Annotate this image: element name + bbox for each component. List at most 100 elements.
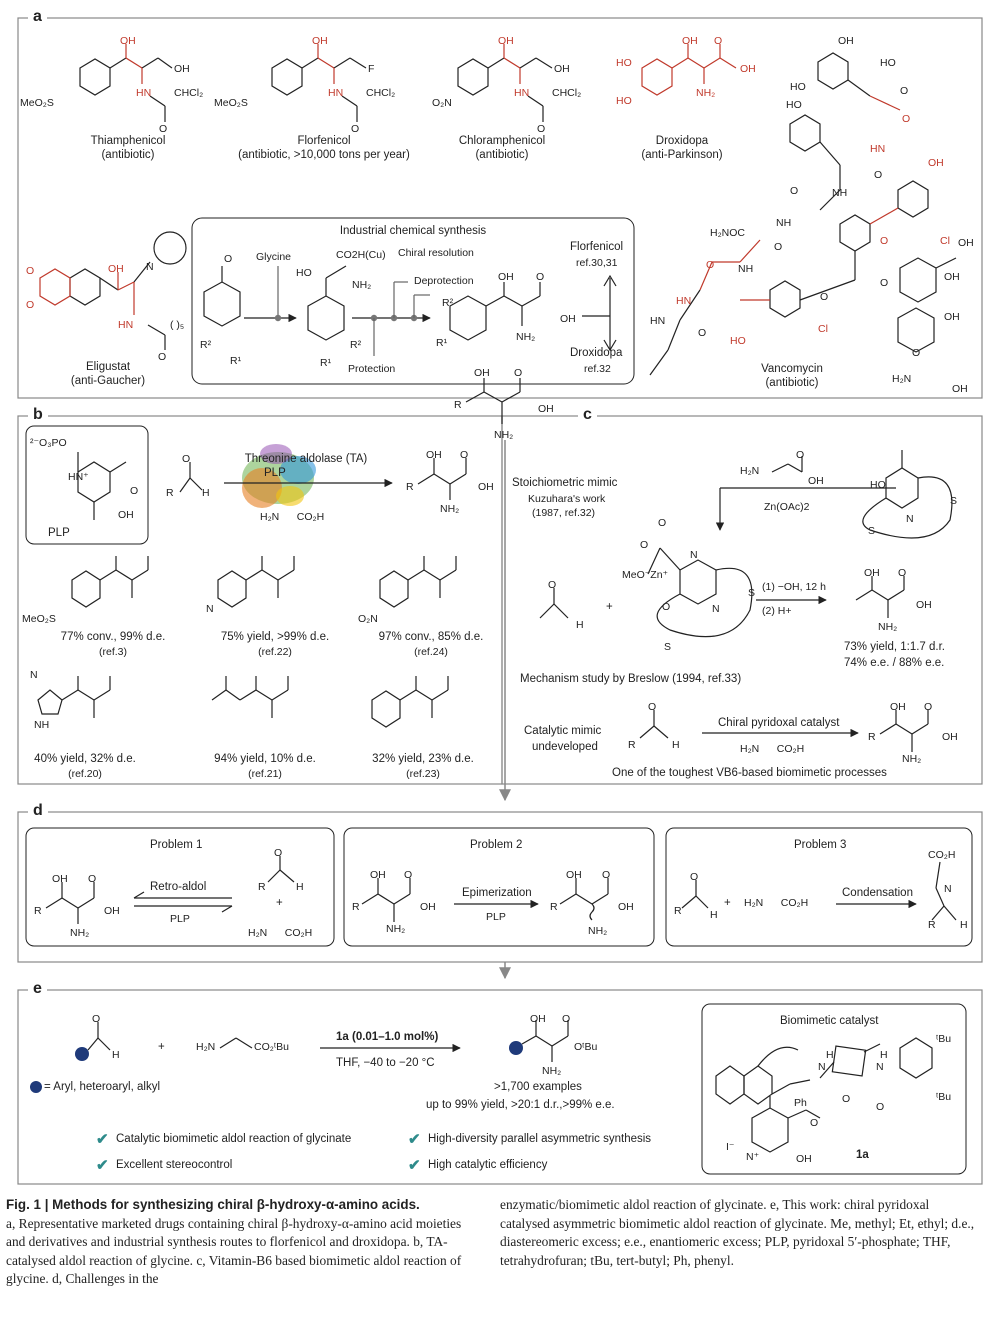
atom-label: O xyxy=(460,449,469,461)
atom-label: NH₂ xyxy=(542,1065,562,1077)
atom-label: OH xyxy=(560,313,576,325)
drug-use: (anti-Gaucher) xyxy=(70,375,146,387)
atom-label: H xyxy=(880,1049,888,1061)
industrial-title: Industrial chemical synthesis xyxy=(339,225,487,237)
panel-e-label: e xyxy=(28,980,47,998)
atom-label: HN xyxy=(118,319,134,331)
atom-label: H₂N CO₂H xyxy=(260,511,325,523)
atom-label: O xyxy=(876,1101,885,1113)
atom-label: S xyxy=(664,641,672,653)
ta-enzyme-icon xyxy=(242,444,316,508)
atom-label: MeO⁻Zn⁺ xyxy=(622,569,669,581)
solvent-label: THF, −40 to −20 °C xyxy=(336,1057,435,1069)
atom-label: OH xyxy=(890,701,906,713)
atom-label: OH xyxy=(426,449,442,461)
toughest-label: One of the toughest VB6-based biomimetic… xyxy=(612,767,887,779)
atom-label: OH xyxy=(420,901,436,913)
check-icon: ✔ xyxy=(96,1131,109,1148)
atom-label: Cl xyxy=(940,235,950,247)
atom-label: OH xyxy=(554,63,570,75)
kuzuhara-ref: (1987, ref.32) xyxy=(532,507,596,519)
atom-label: OH xyxy=(498,271,514,283)
atom-label: H xyxy=(826,1049,834,1061)
legend-dot-icon xyxy=(30,1081,42,1093)
atom-label: H xyxy=(576,619,584,631)
reagent-label: CO2H(Cu) xyxy=(336,249,386,261)
check-icon: ✔ xyxy=(408,1131,421,1148)
plp-box xyxy=(25,425,149,545)
atom-label: H₂NOC xyxy=(710,227,745,239)
atom-label: CHCl₂ xyxy=(366,87,396,99)
atom-label: OH xyxy=(952,383,968,395)
atom-label: N xyxy=(206,603,214,615)
atom-label: HO xyxy=(616,95,632,107)
protection-label: Protection xyxy=(348,363,396,375)
chloramphenicol-structure xyxy=(457,44,553,122)
panel-c-structures xyxy=(539,450,953,752)
catalyst-box xyxy=(701,1003,967,1175)
atom-label: H xyxy=(296,881,304,893)
atom-label: O xyxy=(924,701,933,713)
chiral-cat-label: Chiral pyridoxal catalyst xyxy=(718,717,840,729)
kuzuhara-label: Kuzuhara's work xyxy=(528,493,606,505)
atom-label: HN xyxy=(650,315,666,327)
atom-label: R xyxy=(258,881,266,893)
plp-label: PLP xyxy=(48,527,70,539)
atom-label: O xyxy=(698,327,707,339)
atom-label: O₂N xyxy=(432,97,452,109)
drug-use: (antibiotic) xyxy=(765,377,819,389)
atom-label: N xyxy=(906,513,914,525)
atom-label: O xyxy=(658,517,667,529)
atom-label: OH xyxy=(52,873,68,885)
atom-label: H xyxy=(710,909,718,921)
example-ref: (ref.22) xyxy=(258,646,292,658)
atom-label: O xyxy=(26,265,35,277)
atom-label: O xyxy=(690,871,699,883)
substituent-dot-icon xyxy=(75,1047,89,1061)
atom-label: R² xyxy=(200,339,212,351)
atom-label: R¹ xyxy=(230,355,242,367)
problem3-arrow-label: Condensation xyxy=(842,887,913,899)
atom-label: NH₂ xyxy=(902,753,922,765)
industrial-box xyxy=(191,217,635,385)
atom-label: OH xyxy=(498,35,514,47)
atom-label: HO xyxy=(786,99,802,111)
atom-label: R xyxy=(406,481,414,493)
atom-label: H₂N xyxy=(196,1041,216,1053)
atom-label: OH xyxy=(740,63,756,75)
atom-label: OH xyxy=(944,271,960,283)
atom-label: R xyxy=(352,901,360,913)
plus-sign: + xyxy=(606,601,613,613)
panel-e-structures xyxy=(87,1020,933,1153)
atom-label: O xyxy=(874,169,883,181)
catalytic-label: Catalytic mimic xyxy=(524,725,602,737)
atom-label: H xyxy=(112,1049,120,1061)
droxidopa-label: Droxidopa xyxy=(570,347,623,359)
atom-label: R xyxy=(454,399,462,411)
atom-label: N⁺ xyxy=(746,1151,760,1163)
feature-text: Excellent stereocontrol xyxy=(116,1159,233,1171)
example-result: 32% yield, 23% d.e. xyxy=(372,753,474,765)
atom-label: MeO₂S xyxy=(20,97,54,109)
atom-label: MeO₂S xyxy=(214,97,248,109)
drug-use: (anti-Parkinson) xyxy=(641,149,723,161)
atom-label: NH₂ xyxy=(70,927,90,939)
atom-label: OH xyxy=(104,905,120,917)
examples-label: >1,700 examples xyxy=(494,1081,582,1093)
atom-label: NH₂ xyxy=(588,925,608,937)
problem2-sub-label: PLP xyxy=(486,911,506,923)
atom-label: H₂N CO₂H xyxy=(248,927,313,939)
atom-label: OH xyxy=(478,481,494,493)
atom-label: H₂N xyxy=(740,465,760,477)
drug-use: (antibiotic, >10,000 tons per year) xyxy=(238,149,410,161)
atom-label: OH xyxy=(618,901,634,913)
example-ref: (ref.20) xyxy=(68,768,102,780)
atom-label: OᵗBu xyxy=(574,1041,598,1053)
figure-caption-right: enzymatic/biomimetic aldol reaction of g… xyxy=(500,1196,978,1270)
problem1-title: Problem 1 xyxy=(150,839,203,851)
atom-label: O xyxy=(88,873,97,885)
atom-label: O xyxy=(820,291,829,303)
atom-label: HO xyxy=(870,479,886,491)
atom-label: NH₂ xyxy=(440,503,460,515)
atom-label: OH xyxy=(682,35,698,47)
